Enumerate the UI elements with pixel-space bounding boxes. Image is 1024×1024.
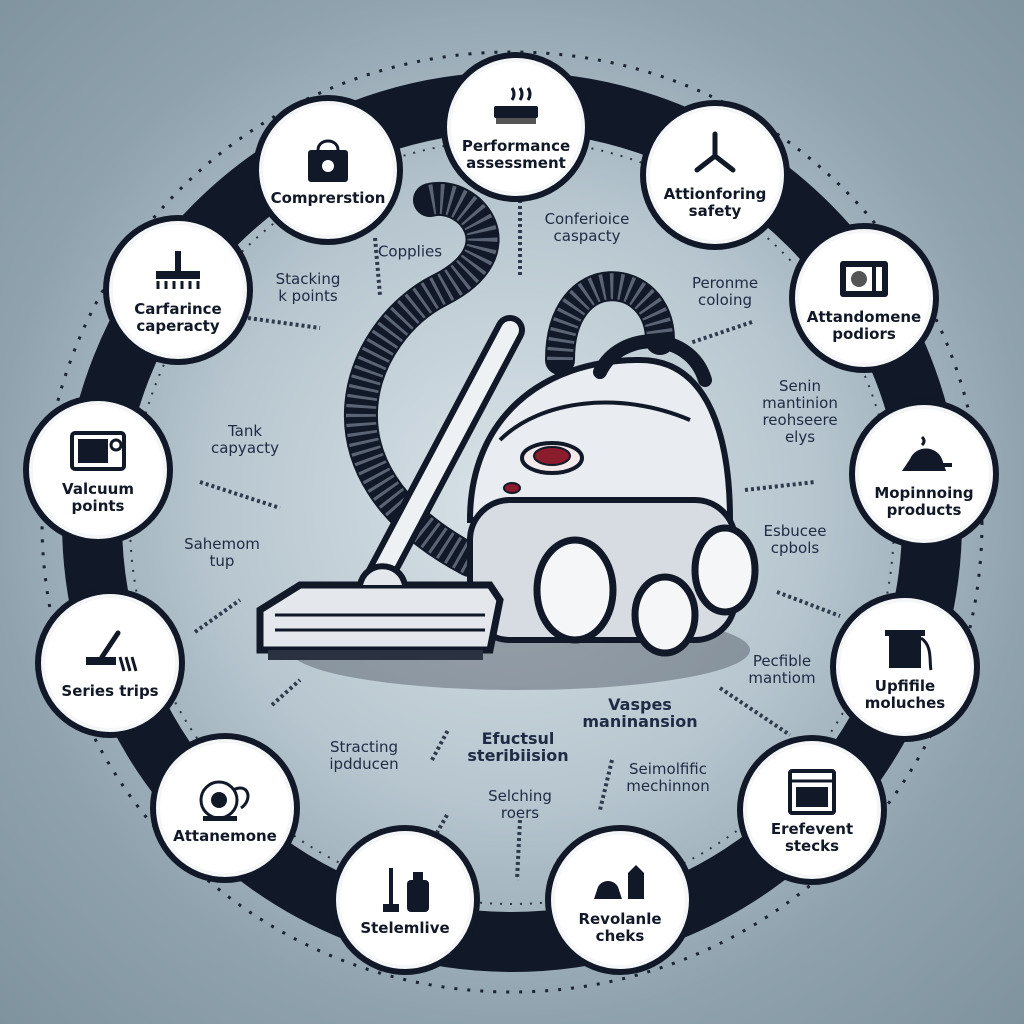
floor-head-bristles	[268, 650, 483, 660]
floating-label: Vaspes maninansion	[582, 695, 698, 731]
connector-line	[199, 480, 281, 510]
squeegee-icon	[78, 627, 142, 679]
oven-icon	[780, 765, 844, 817]
floor-brush-icon	[146, 245, 210, 297]
shell-contour	[498, 400, 691, 442]
iron-bottle-icon	[588, 855, 652, 907]
floating-label: Peronme coloing	[691, 274, 759, 309]
feature-node: Upfifile moluches	[830, 592, 980, 742]
floating-label: Copplies	[377, 242, 443, 261]
connector-line	[247, 316, 321, 330]
feature-node-label: Attanemone	[173, 826, 277, 845]
power-button	[533, 446, 571, 466]
vacuum-top-shell	[466, 356, 734, 523]
iron-icon	[892, 429, 956, 481]
feature-node-label: Comprerstion	[270, 188, 386, 207]
tablet-icon	[66, 425, 130, 477]
feature-node-label: Carfarince caperacty	[134, 300, 222, 335]
feature-node-label: Mopinnoing products	[874, 484, 974, 519]
wheel-front	[533, 536, 617, 644]
floating-label: Efuctsul steribiision	[467, 729, 569, 765]
floating-label: Senin mantinion reohseere elys	[762, 377, 838, 446]
steam-machine-icon	[193, 772, 257, 824]
feature-node-label: Valcuum points	[62, 480, 134, 515]
outer-dotted-ring	[40, 50, 984, 994]
floating-label: Sahemom tup	[184, 535, 260, 570]
feature-node: Mopinnoing products	[849, 399, 999, 549]
connector-lines	[193, 200, 841, 881]
wand-highlight	[371, 321, 519, 584]
floating-label: Tank capyacty	[210, 422, 280, 457]
feature-node-label: Upfifile moluches	[864, 677, 946, 712]
feature-node: Comprerstion	[253, 95, 403, 245]
wheel-rear	[631, 573, 699, 657]
feature-node: Series trips	[35, 588, 185, 738]
mop-bottle-icon	[373, 864, 437, 916]
feature-node: Carfarince caperacty	[103, 215, 253, 365]
feature-node-label: Revolanle cheks	[578, 910, 662, 945]
brush-icon	[484, 82, 548, 134]
feature-node-label: Series trips	[61, 681, 159, 700]
indicator-light	[503, 482, 521, 494]
feature-node-label: Erefevent stecks	[770, 820, 854, 855]
feature-node: Valcuum points	[23, 395, 173, 545]
floating-label: Pecfible mantiom	[748, 652, 816, 687]
wheel-side	[691, 524, 759, 616]
bin-icon	[873, 622, 937, 674]
floating-label: Stacking k points	[275, 270, 341, 305]
vacuum-handle	[593, 334, 712, 387]
feature-node: Erefevent stecks	[737, 735, 887, 885]
floating-label: Selching roers	[488, 787, 552, 822]
floating-label: Esbucee cpbols	[763, 522, 827, 557]
floating-label: Seimolfific mechinnon	[626, 760, 710, 795]
floating-label: Stracting ipdducen	[329, 738, 399, 773]
feature-node: Attandomene podiors	[789, 223, 939, 373]
hose-nozzle-icon	[683, 130, 747, 182]
hose-ribs	[345, 183, 498, 574]
feature-node-label: Attionforing safety	[663, 185, 767, 220]
feature-node: Attionforing safety	[640, 100, 790, 250]
feature-node: Stelemlive	[330, 825, 480, 975]
feature-node-label: Stelemlive	[360, 918, 450, 937]
floating-label: Conferioice caspacty	[544, 210, 630, 245]
microwave-icon	[832, 253, 896, 305]
feature-node-label: Performance assessment	[461, 137, 571, 172]
feature-node: Performance assessment	[441, 52, 591, 202]
connector-line	[515, 819, 522, 881]
connector-line	[689, 320, 753, 345]
connector-line	[270, 678, 302, 707]
connector-line	[598, 759, 614, 811]
feature-node: Revolanle cheks	[545, 825, 695, 975]
feature-node-label: Attandomene podiors	[806, 308, 922, 343]
hose-back	[545, 271, 675, 375]
connector-line	[718, 686, 792, 737]
wand-joint	[357, 563, 408, 586]
floor-head	[256, 581, 504, 654]
connector-line	[776, 590, 841, 618]
bag-icon	[296, 134, 360, 186]
feature-node: Attanemone	[150, 733, 300, 883]
